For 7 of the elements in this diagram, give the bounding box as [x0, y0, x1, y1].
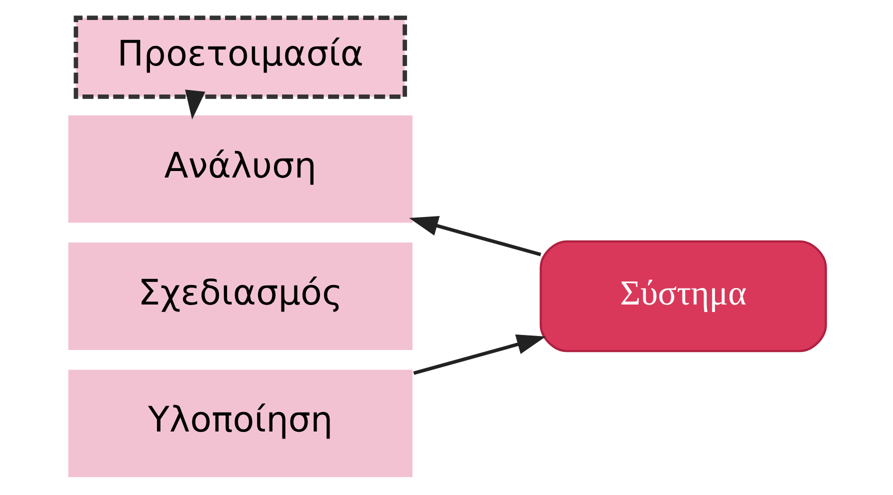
arrow	[413, 334, 546, 374]
node-box: Υλοποίηση	[66, 367, 415, 479]
arrow	[409, 215, 542, 256]
arrow	[185, 89, 206, 119]
node-box: Σύστημα	[540, 240, 827, 352]
node-box: Ανάλυση	[66, 112, 415, 224]
node-box: Σχεδιασμός	[66, 240, 415, 352]
